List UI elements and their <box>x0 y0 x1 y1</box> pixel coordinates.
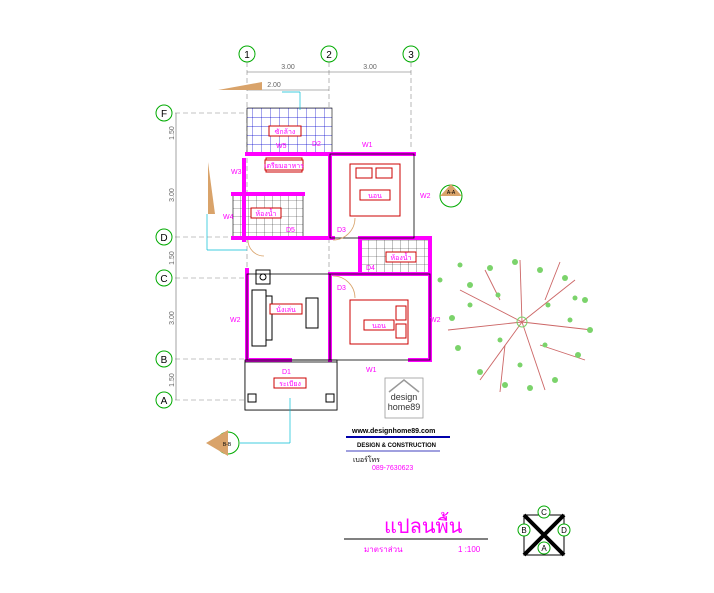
room-bed2: นอน <box>372 323 386 330</box>
door-swings <box>247 217 356 299</box>
svg-text:A-A: A-A <box>447 190 456 196</box>
dim-left-3: 1.50 <box>169 251 176 265</box>
compass-b: B <box>521 526 526 535</box>
grid-row-bubbles: F D C B A <box>155 104 173 409</box>
top-dimensions <box>218 71 411 91</box>
logo <box>384 377 424 419</box>
grid-col-3: 3 <box>408 50 414 61</box>
room-porch: ระเบียง <box>279 380 301 388</box>
dim-left-5: 1.50 <box>169 373 176 387</box>
tag-w2-right-top: W2 <box>420 193 431 200</box>
section-mark-left: B-B <box>206 430 240 456</box>
tag-w2-left: W2 <box>230 317 241 324</box>
grid-row-b: B <box>161 355 168 366</box>
grid-column-bubbles: 1 2 3 <box>238 45 420 63</box>
compass-c: C <box>541 508 547 517</box>
room-bath2: ห้องน้ำ <box>391 251 412 262</box>
tag-w4: W4 <box>223 214 234 221</box>
tree-symbol <box>447 259 593 393</box>
compass <box>517 505 571 557</box>
company-phone-label: เบอร์โทร <box>353 455 380 464</box>
grid-col-1: 1 <box>244 50 250 61</box>
tag-d2: D2 <box>312 141 321 148</box>
tag-d1: D1 <box>282 369 291 376</box>
compass-d: D <box>561 526 567 535</box>
grid-row-f: F <box>161 109 167 120</box>
tag-w1-bottom: W1 <box>366 367 377 374</box>
grid-row-c: C <box>160 274 167 285</box>
section-leaders <box>206 91 301 444</box>
drawing-title: แปลนพื้น <box>384 512 463 538</box>
tag-d3-bot: D3 <box>337 285 346 292</box>
tree-trunk <box>516 316 528 328</box>
logo-line1: design <box>391 392 418 402</box>
dim-top-1: 3.00 <box>281 64 295 71</box>
dim-left-4: 3.00 <box>169 311 176 325</box>
company-tagline: DESIGN & CONSTRUCTION <box>357 443 436 449</box>
tag-w2-right-bot: W2 <box>430 317 441 324</box>
dim-left-2: 3.00 <box>169 188 176 202</box>
outline-walls <box>244 153 431 411</box>
room-kitchen: ซักล้าง <box>275 128 296 136</box>
room-living: นั่งเล่น <box>276 305 296 314</box>
tag-d3-top: D3 <box>337 227 346 234</box>
sofa <box>251 269 319 347</box>
tree-foliage <box>437 259 593 391</box>
compass-a: A <box>541 544 547 553</box>
room-labels: ซักล้าง เตรียมอาหาร ห้องน้ำ นอน ห้องน้ำ … <box>250 125 417 389</box>
tag-d4: D4 <box>366 265 375 272</box>
logo-line2: home89 <box>388 402 421 412</box>
scale-value: 1 :100 <box>458 545 481 554</box>
company-phone: 089-7630623 <box>372 465 413 472</box>
grid-col-2: 2 <box>326 50 332 61</box>
room-bed1: นอน <box>368 193 382 200</box>
svg-text:B-B: B-B <box>223 442 232 448</box>
room-dining: เตรียมอาหาร <box>264 162 304 170</box>
dim-top-sub: 2.00 <box>267 82 281 89</box>
tag-w5: W5 <box>276 143 287 150</box>
grid-row-d: D <box>160 233 167 244</box>
opening-tags: W1 W2 W3 W4 W5 W2 W2 W1 D2 D3 D3 D4 D1 D… <box>223 141 441 376</box>
grid-row-a: A <box>161 396 168 407</box>
company-website: www.designhome89.com <box>351 428 435 435</box>
left-dimensions <box>175 113 215 400</box>
furniture <box>265 157 409 345</box>
dim-left-1: 1.50 <box>169 126 176 140</box>
section-mark-right: A-A <box>439 184 463 208</box>
tag-d5: D5 <box>286 227 295 234</box>
tag-w1-top: W1 <box>362 142 373 149</box>
room-bath1: ห้องน้ำ <box>256 207 277 218</box>
dim-top-2: 3.00 <box>363 64 377 71</box>
scale-label: มาตราส่วน <box>364 545 403 554</box>
tag-w3: W3 <box>231 169 242 176</box>
